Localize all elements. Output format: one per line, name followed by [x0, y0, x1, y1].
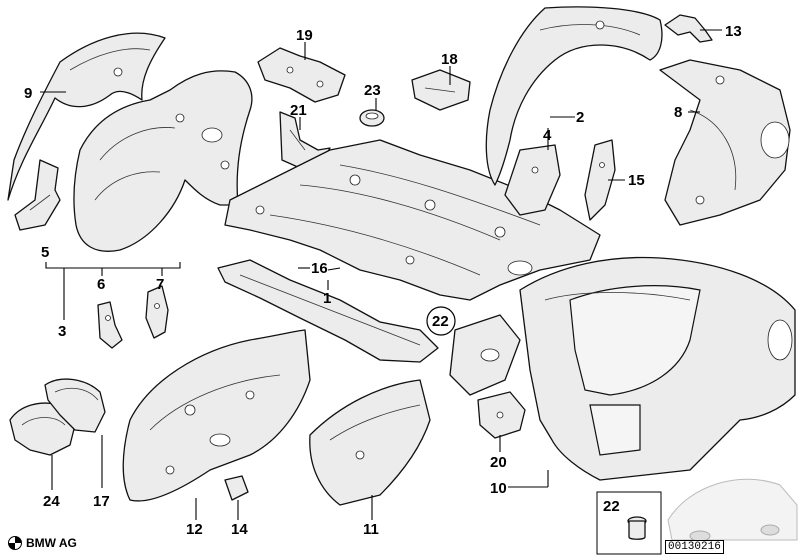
- part-9-panel[interactable]: [7, 32, 166, 201]
- part-4-panel[interactable]: [504, 144, 561, 216]
- part-2-wheel-arch[interactable]: [485, 6, 663, 186]
- part-1-floor-pan[interactable]: [224, 139, 601, 301]
- label-5: 5: [41, 244, 49, 261]
- part-8-quarter-inner[interactable]: [659, 59, 791, 226]
- label-8: 8: [674, 104, 682, 121]
- label-11: 11: [363, 521, 379, 538]
- brand-text: BMW AG: [26, 536, 77, 550]
- part-12-wheel-housing[interactable]: [122, 329, 311, 502]
- part-17-liner[interactable]: [44, 378, 106, 433]
- label-10: 10: [490, 480, 507, 497]
- label-15: 15: [628, 172, 645, 189]
- bmw-roundel-icon: [8, 536, 22, 550]
- part-22-tunnel-bracket[interactable]: [449, 314, 521, 396]
- label-24: 24: [43, 493, 60, 510]
- label-20: 20: [490, 454, 507, 471]
- label-1: 1: [323, 290, 331, 307]
- part-20-bracket[interactable]: [477, 391, 526, 439]
- label-19: 19: [296, 27, 313, 44]
- part-21-bracket[interactable]: [279, 111, 331, 169]
- part-16-rail[interactable]: [217, 259, 439, 363]
- car-silhouette-icon: [667, 478, 798, 542]
- label-13: 13: [725, 23, 742, 40]
- label-2: 2: [576, 109, 584, 126]
- label-9: 9: [24, 85, 32, 102]
- part-10-side-frame[interactable]: [519, 256, 796, 481]
- label-4: 4: [543, 127, 552, 144]
- label-17: 17: [93, 493, 110, 510]
- part-22-plug-box: [596, 491, 662, 555]
- part-5-bracket[interactable]: [14, 159, 61, 231]
- part-13-bracket[interactable]: [664, 14, 713, 43]
- part-18-plate[interactable]: [411, 69, 471, 111]
- part-3-wheel-housing[interactable]: [73, 70, 253, 252]
- part-6-bracket[interactable]: [97, 301, 123, 349]
- label-12: 12: [186, 521, 203, 538]
- label-3: 3: [58, 323, 66, 340]
- part-14-clip[interactable]: [224, 475, 249, 501]
- label-22: 22: [603, 498, 620, 515]
- label-7: 7: [156, 276, 164, 293]
- callout-22-circled: 22: [426, 306, 456, 336]
- label-23: 23: [364, 82, 381, 99]
- label-16: 16: [311, 260, 328, 277]
- part-7-bracket[interactable]: [145, 285, 169, 339]
- part-11-liner[interactable]: [309, 379, 431, 506]
- part-23-plug[interactable]: [359, 109, 385, 127]
- part-19-plate[interactable]: [257, 47, 346, 103]
- label-6: 6: [97, 276, 105, 293]
- part-15-pillar[interactable]: [584, 139, 616, 221]
- brand-footer: BMW AG: [8, 536, 77, 550]
- label-21: 21: [290, 102, 307, 119]
- leader-lines: [40, 29, 722, 520]
- document-number: 00130216: [665, 540, 724, 554]
- label-18: 18: [441, 51, 458, 68]
- label-14: 14: [231, 521, 248, 538]
- label-22-circled: 22: [432, 313, 449, 330]
